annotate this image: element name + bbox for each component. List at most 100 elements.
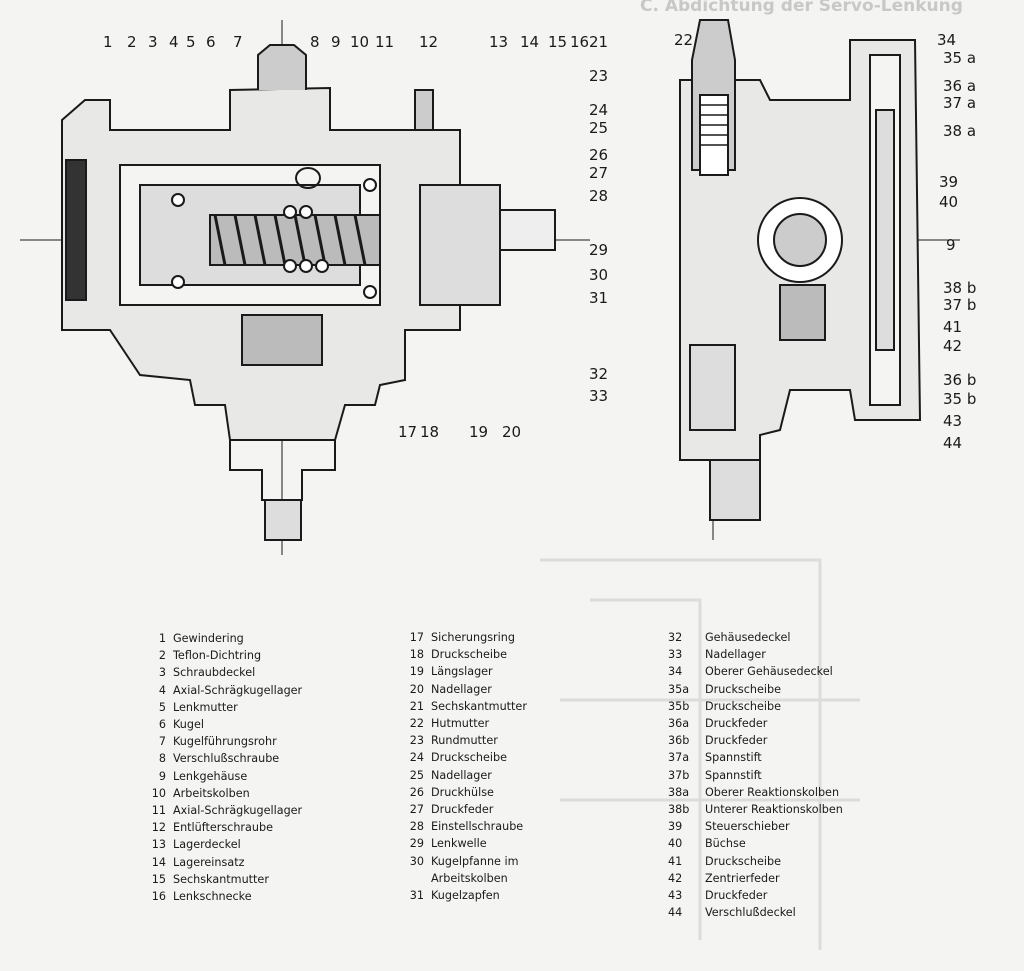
legend-label: Nadellager: [431, 682, 492, 696]
legend-label: Druckfeder: [705, 889, 768, 903]
callout-number: 12: [419, 33, 439, 51]
legend-number: 37a: [668, 751, 690, 765]
callout-number: 8: [310, 33, 320, 51]
legend-label: Hutmutter: [431, 717, 490, 731]
legend-label: Arbeitskolben: [431, 871, 508, 885]
callout-number: 6: [206, 33, 216, 51]
legend-item: 22 Hutmutter: [400, 715, 527, 732]
callout-number: 29: [589, 241, 609, 259]
legend-item: 16 Lenkschnecke: [146, 888, 302, 905]
legend-label: Lagereinsatz: [173, 855, 245, 869]
legend-label: Lenkwelle: [431, 837, 487, 851]
legend-label: Druckfeder: [705, 717, 768, 731]
right-cross-section: [679, 19, 960, 540]
callout-number: 36 a: [943, 77, 977, 95]
legend-number: 41: [668, 854, 683, 868]
legend-number: 22: [409, 717, 424, 731]
legend-number: 9: [158, 769, 166, 783]
legend-number: 40: [668, 837, 683, 851]
legend-number: 29: [409, 837, 424, 851]
legend-number: 13: [151, 838, 166, 852]
legend-item: 13 Lagerdeckel: [146, 836, 302, 853]
legend-number: 37b: [668, 768, 690, 782]
legend-label: Lenkmutter: [173, 700, 238, 714]
legend-item: 35a Druckscheibe: [668, 681, 843, 698]
callout-number: 21: [589, 33, 609, 51]
legend-number: 35a: [668, 682, 690, 696]
legend-number: 11: [151, 804, 166, 818]
legend-label: Lenkschnecke: [173, 890, 252, 904]
faint-background-figure: [540, 558, 860, 950]
callout-number: 37 a: [943, 94, 977, 112]
callout-number: 31: [589, 289, 609, 307]
callout-number: 28: [589, 187, 609, 205]
callout-number: 24: [589, 101, 609, 119]
legend-label: Druckscheibe: [705, 682, 781, 696]
legend-number: 38b: [668, 803, 690, 817]
legend-label: Einstellschraube: [431, 820, 524, 834]
legend-item: 42 Zentrierfeder: [668, 870, 843, 887]
legend-number: 12: [151, 821, 166, 835]
callout-number: 35 b: [943, 390, 977, 408]
legend-item: Arbeitskolben: [400, 870, 527, 887]
legend-label: Rundmutter: [431, 734, 498, 748]
legend-label: Druckscheibe: [431, 751, 507, 765]
legend-label: Lagerdeckel: [173, 838, 241, 852]
legend-label: Verschlußschraube: [173, 752, 280, 766]
legend-number: 42: [668, 871, 683, 885]
legend-label: Zentrierfeder: [705, 871, 780, 885]
legend-label: Druckfeder: [705, 734, 768, 748]
legend-item: 34 Oberer Gehäusedeckel: [668, 663, 843, 680]
legend-label: Unterer Reaktionskolben: [705, 803, 843, 817]
legend-label: Nadellager: [705, 648, 766, 662]
callout-number: 23: [589, 67, 609, 85]
legend-number: 17: [409, 631, 424, 644]
legend-item: 20 Nadellager: [400, 681, 527, 698]
callout-number: 11: [375, 33, 395, 51]
legend-number: 25: [409, 768, 424, 782]
legend-number: 20: [409, 682, 424, 696]
legend-number: 21: [409, 699, 424, 713]
callout-number: 36 b: [943, 371, 977, 389]
legend-label: Kugel: [173, 718, 204, 732]
legend-label: Kugelzapfen: [431, 889, 500, 903]
callout-number: 2: [127, 33, 137, 51]
legend-number: 5: [158, 700, 166, 714]
callout-number: 40: [939, 193, 959, 211]
callout-number: 19: [469, 423, 489, 441]
legend-label: Sechskantmutter: [173, 872, 269, 886]
legend-number: 3: [158, 666, 166, 680]
legend-label: Druckscheibe: [705, 699, 781, 713]
legend-label: Verschlußdeckel: [705, 906, 796, 920]
legend-number: 19: [409, 665, 424, 679]
legend-label: Steuerschieber: [705, 820, 790, 834]
legend-number: 34: [668, 665, 683, 679]
callout-number: 41: [943, 318, 963, 336]
callout-number: 30: [589, 266, 609, 284]
legend-number: 26: [409, 785, 424, 799]
legend-label: Oberer Gehäusedeckel: [705, 665, 833, 679]
legend-label: Arbeitskolben: [173, 786, 250, 800]
callout-number: 17: [398, 423, 418, 441]
legend-label: Druckfeder: [431, 803, 494, 817]
legend-number: 16: [151, 890, 166, 904]
